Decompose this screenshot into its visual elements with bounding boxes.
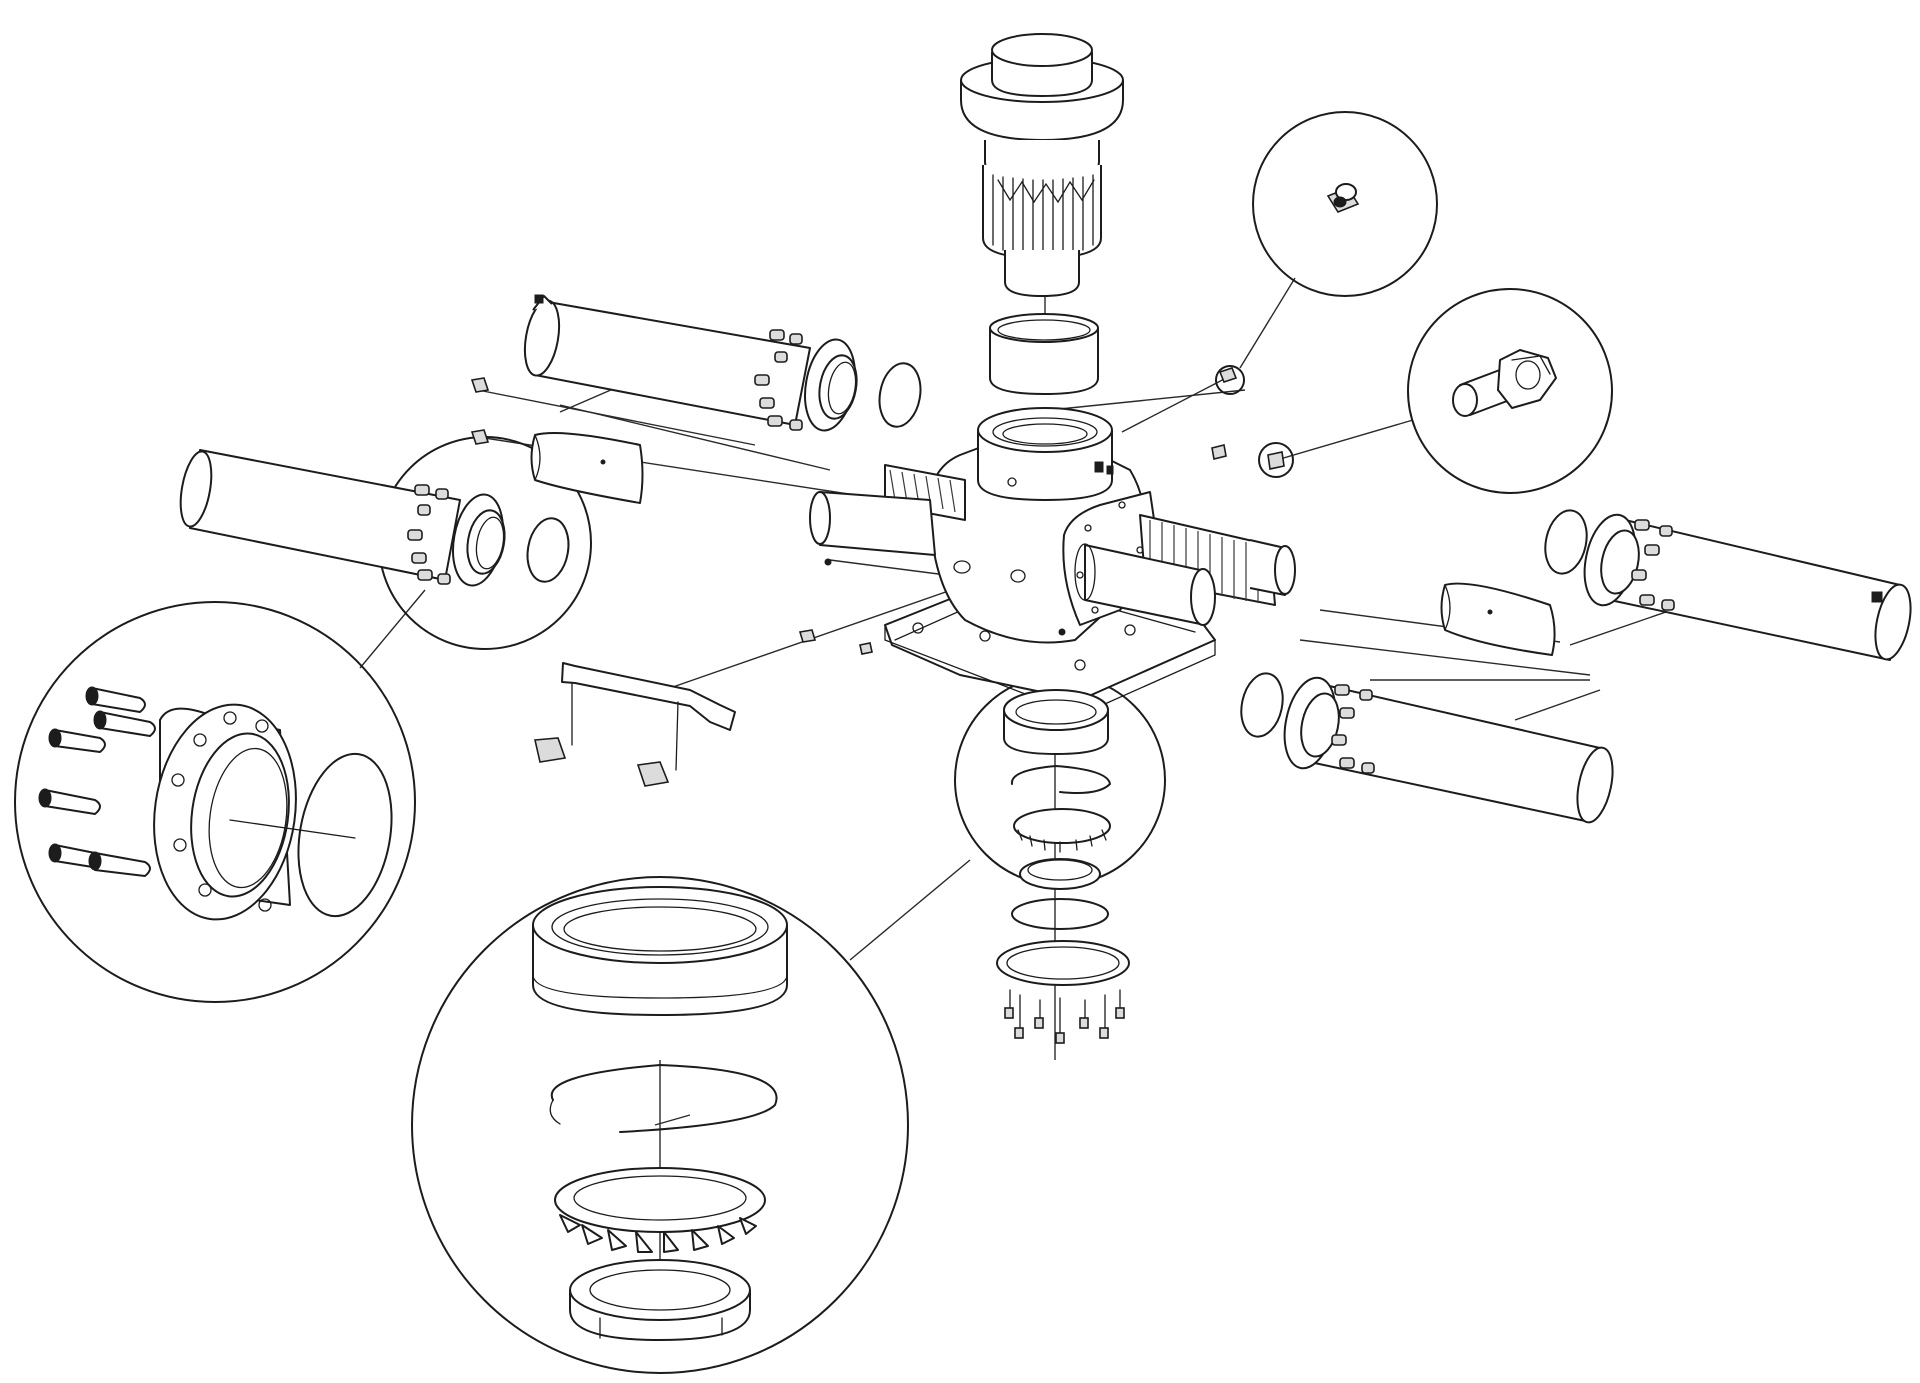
grease-nipple-icon	[1326, 183, 1360, 213]
bearing-stack-detail-drawing	[532, 886, 788, 1341]
flange-bolt-icon	[1452, 349, 1557, 417]
flange-bolt-detail	[1407, 288, 1613, 494]
bearing-stack-detail	[411, 876, 909, 1374]
output-tube-upper-left	[523, 294, 922, 432]
fasteners	[470, 367, 1285, 655]
tube-flange-detail	[14, 601, 416, 1003]
bearing-stack-small	[996, 689, 1130, 1044]
flange-bolt-small-circle	[1258, 442, 1294, 478]
grease-nipple-detail	[1252, 111, 1438, 297]
support-bracket	[534, 662, 736, 787]
tube-flange-detail-drawing	[38, 686, 393, 921]
output-tube-lower-right	[1240, 672, 1614, 824]
grease-nipple-small-circle	[1215, 365, 1245, 395]
worm-rack-shaft	[809, 464, 1296, 626]
output-tube-right	[1544, 509, 1912, 661]
output-tube-left	[179, 449, 570, 587]
shaft-bushing	[989, 313, 1099, 395]
shaft-cover-right	[1440, 582, 1556, 656]
shaft-cover-left	[530, 431, 644, 504]
input-shaft	[960, 33, 1124, 297]
